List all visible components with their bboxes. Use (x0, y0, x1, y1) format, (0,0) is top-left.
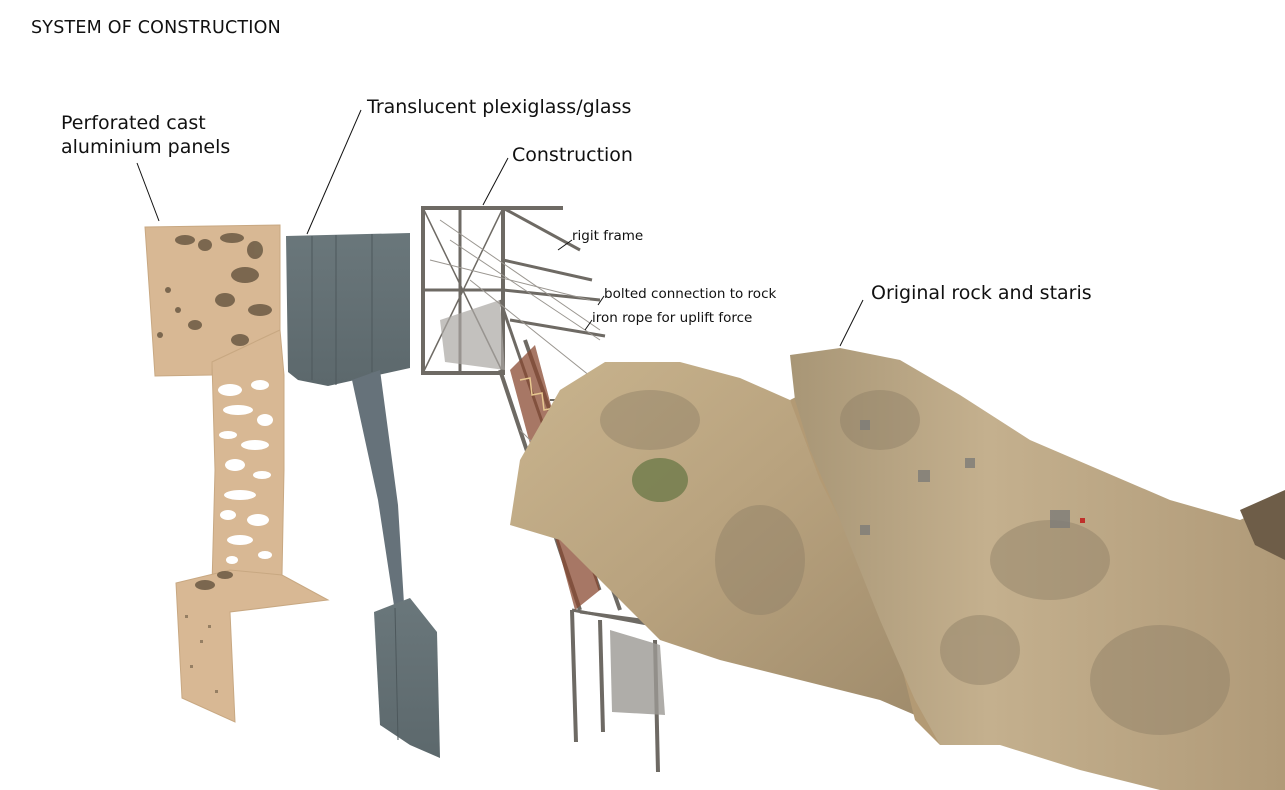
label-construction: Construction (512, 144, 633, 166)
aluminium-panels (144, 224, 330, 723)
label-original-rock: Original rock and staris (871, 282, 1092, 304)
label-glass: Translucent plexiglass/glass (367, 96, 632, 118)
label-perforated-line2: aluminium panels (61, 136, 231, 158)
label-iron-rope: iron rope for uplift force (592, 310, 753, 326)
label-perforated-panels: Perforated cast aluminium panels (61, 111, 230, 159)
label-rigid-frame: rigit frame (572, 228, 644, 244)
page-title: SYSTEM OF CONSTRUCTION (31, 18, 281, 38)
glass-panels (286, 233, 440, 758)
leader-lines (136, 109, 864, 347)
label-bolted-connection: bolted connection to rock (604, 286, 777, 302)
label-perforated-line1: Perforated cast (61, 112, 206, 134)
original-rock (510, 348, 1285, 790)
